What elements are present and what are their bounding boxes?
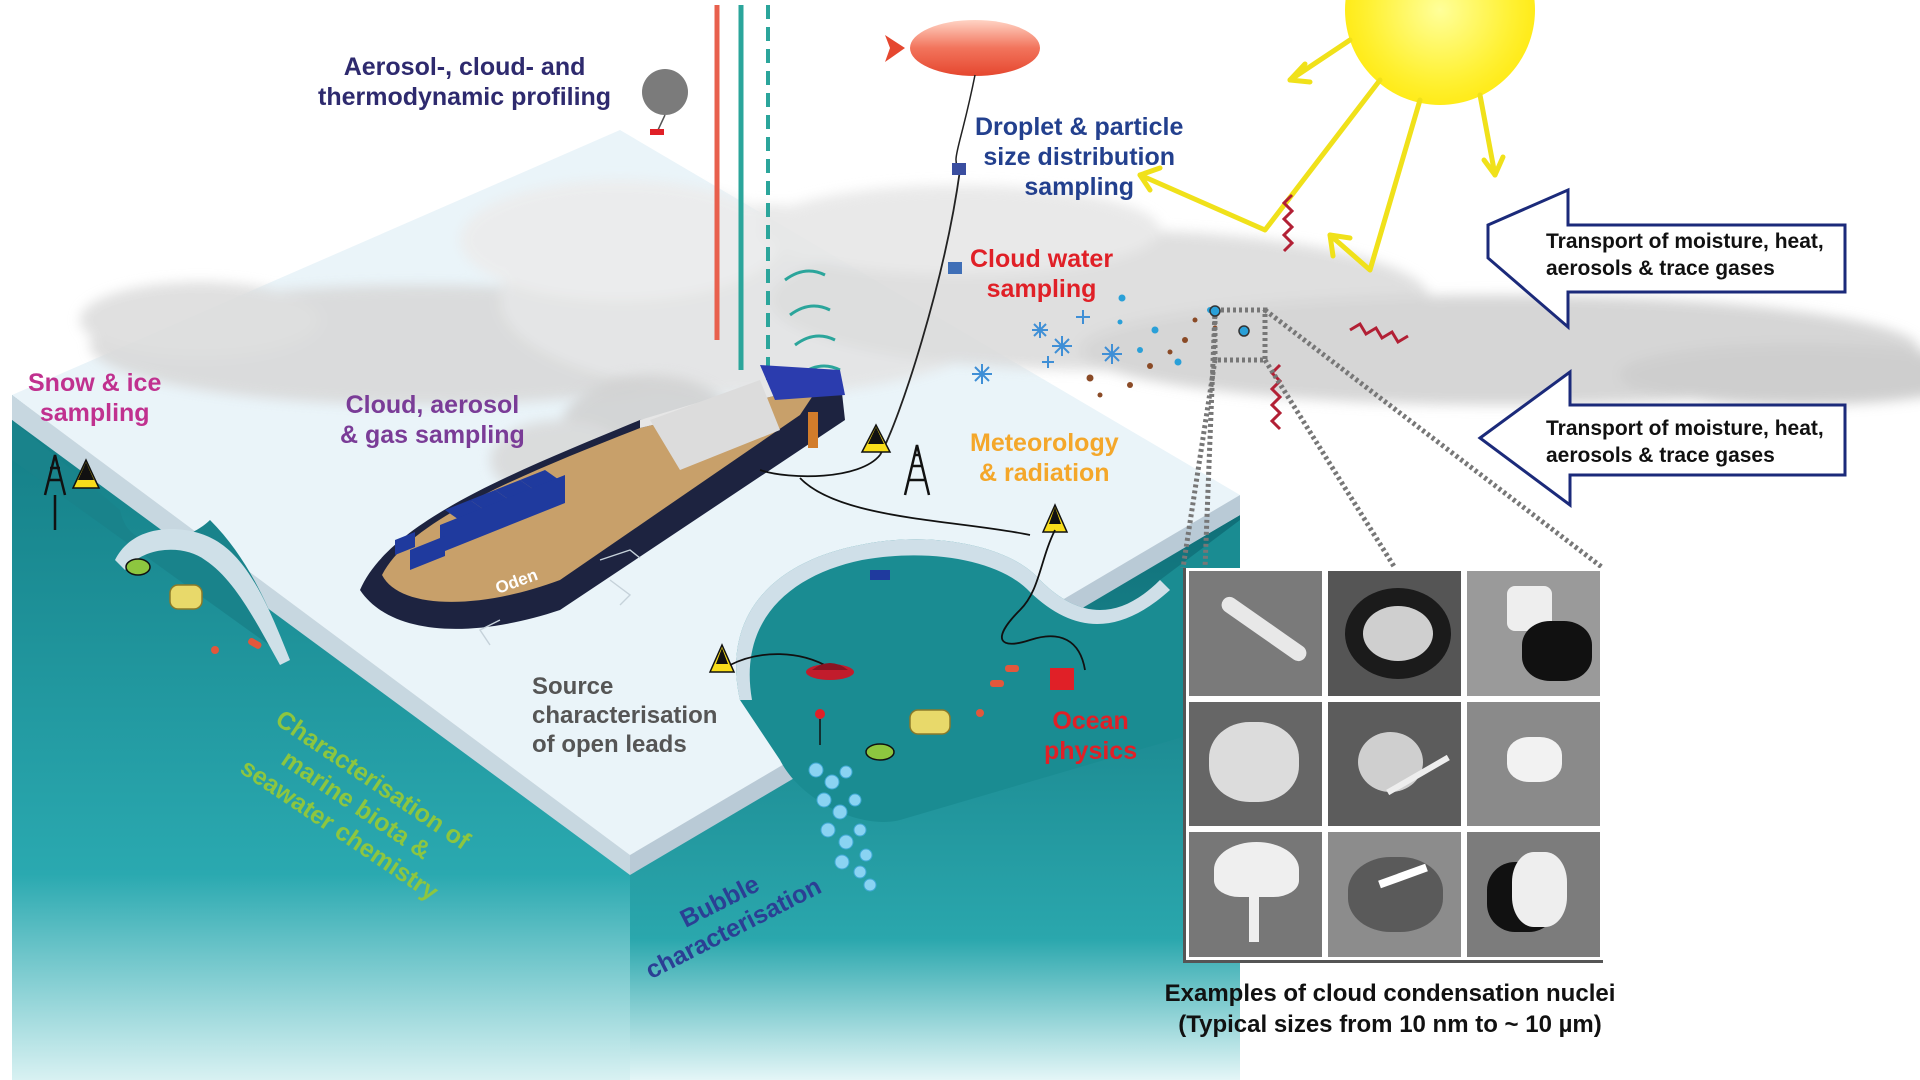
ccn-image (1467, 701, 1600, 827)
label-line: sampling (1024, 173, 1135, 201)
transport-arrow-upper (1486, 187, 1847, 331)
ccn-streak (1249, 882, 1259, 943)
aerosol-particles (1086, 294, 1245, 398)
ccn-image (1189, 832, 1322, 957)
airship-icon (879, 20, 1040, 456)
label-line: Ocean (1052, 707, 1129, 735)
ccn-image (1189, 571, 1322, 696)
transport-arrow-lower (1477, 369, 1847, 508)
ccn-image (1328, 701, 1461, 827)
label-line: Cloud, aerosol (345, 391, 520, 419)
floating-instrument (806, 663, 854, 745)
ccn-particle (1209, 721, 1299, 802)
zoom-connector-lines (1180, 307, 1605, 570)
ccn-image (1328, 571, 1461, 696)
ccn-image (1328, 832, 1461, 957)
zoom-target-particle (1209, 305, 1221, 317)
label-line: & gas sampling (340, 421, 525, 449)
ccn-particle (1512, 852, 1567, 928)
arrow-line: aerosols & trace gases (1546, 444, 1775, 468)
tower-icon (43, 444, 931, 530)
label-aerosol-profiling: Aerosol-, cloud- and thermodynamic profi… (318, 52, 611, 112)
label-droplet-sampling: Droplet & particle size distribution sam… (975, 112, 1183, 202)
open-lead-right-water (736, 520, 1240, 822)
label-line: & radiation (979, 459, 1110, 487)
label-source-characterisation: Source characterisation of open leads (532, 673, 717, 759)
caption-line-2: (Typical sizes from 10 nm to ~ 10 µm) (1178, 1011, 1602, 1039)
label-line: Source (532, 673, 614, 700)
ccn-particle (1363, 606, 1433, 661)
zoom-target-particle-2 (1238, 325, 1250, 337)
label-cloud-water-sampling: Cloud water sampling (970, 244, 1113, 304)
open-lead-left-ice-lip (115, 528, 290, 665)
label-line: size distribution (983, 143, 1176, 171)
ccn-image (1467, 571, 1600, 696)
ccn-particle (1358, 731, 1423, 792)
label-meteorology-radiation: Meteorology & radiation (970, 428, 1119, 488)
open-lead-right-rim (736, 539, 1170, 700)
ccn-particle (1218, 593, 1310, 665)
label-line: Droplet & particle (975, 113, 1184, 141)
profiling-lines (714, 5, 770, 380)
label-cloud-aerosol-gas: Cloud, aerosol & gas sampling (340, 390, 525, 450)
ccn-image-grid (1183, 568, 1603, 963)
label-line: sampling (39, 399, 150, 427)
transport-label-upper: Transport of moisture, heat, aerosols & … (1546, 228, 1824, 283)
arrow-line: aerosols & trace gases (1546, 257, 1775, 281)
sun-icon (1345, 0, 1535, 105)
label-line: Snow & ice (28, 369, 162, 397)
transport-label-lower: Transport of moisture, heat, aerosols & … (1546, 415, 1824, 470)
ccn-particle (1348, 857, 1443, 933)
arrow-line: Transport of moisture, heat, (1546, 417, 1824, 440)
marine-biota-instruments (125, 558, 1019, 761)
ccn-shadow (1522, 621, 1592, 681)
label-line: sampling (986, 275, 1097, 303)
label-line: Meteorology (970, 429, 1119, 457)
label-ocean-physics: Ocean physics (1044, 706, 1137, 766)
snowflake-icon (972, 310, 1122, 384)
ccn-particle (1507, 736, 1562, 782)
instrument-cables (729, 454, 1086, 671)
buoy-icon (71, 423, 1069, 673)
caption-line-1: Examples of cloud condensation nuclei (1164, 980, 1616, 1007)
bubbles (808, 762, 877, 892)
label-snow-ice-sampling: Snow & ice sampling (28, 368, 161, 428)
label-line: physics (1044, 737, 1138, 765)
ccn-image (1189, 701, 1322, 827)
icebreaker-ship: Oden (360, 365, 845, 629)
ocean-sensor-box (1050, 668, 1074, 690)
label-line: Aerosol-, cloud- and (343, 53, 586, 81)
ice-cracks (478, 549, 641, 646)
sun-rays (1137, 37, 1506, 273)
ice-edge-front (12, 395, 630, 875)
label-line: of open leads (532, 730, 687, 758)
label-line: Cloud water (970, 245, 1114, 273)
cloud-layer (80, 180, 1920, 405)
arrow-line: Transport of moisture, heat, (1546, 230, 1824, 253)
ccn-caption: Examples of cloud condensation nuclei (T… (1120, 978, 1660, 1040)
label-line: thermodynamic profiling (318, 83, 612, 111)
label-line: characterisation (532, 701, 718, 729)
ccn-image (1467, 832, 1600, 957)
balloon-icon (642, 69, 688, 135)
